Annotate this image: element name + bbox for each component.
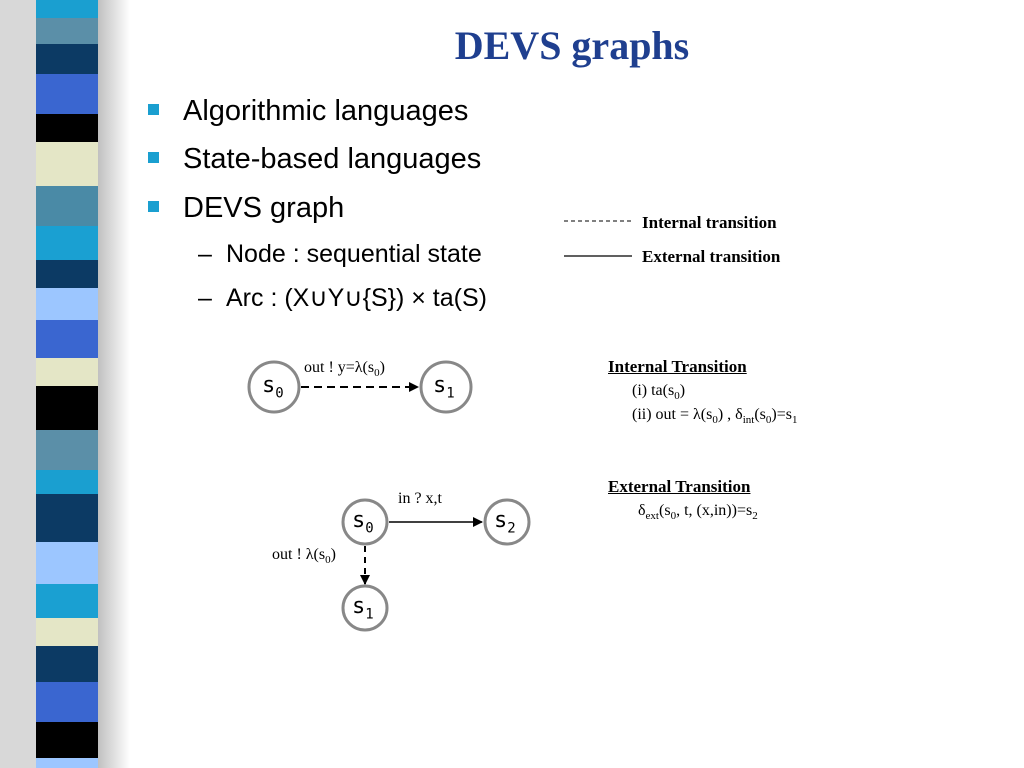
diagram-internal: [247, 360, 473, 414]
square-bullet-icon: [148, 103, 159, 115]
bullet-item: Algorithmic languages: [148, 95, 468, 128]
legend-internal-label: Internal transition: [642, 213, 777, 232]
state-node-s0: [341, 498, 389, 546]
state-node-s1: [419, 360, 473, 414]
internal-output-label: out ! λ(s0): [272, 546, 336, 567]
stripe-block: [36, 646, 98, 682]
stripe-block: [36, 18, 98, 44]
internal-output-line: (ii) out = λ(s0) , δint(s0)=s1: [632, 406, 798, 427]
stripe-block: [36, 186, 98, 226]
state-node-s0: [247, 360, 301, 414]
stripe-block: [36, 0, 98, 18]
stripe-block: [36, 260, 98, 288]
state-node-s1: [341, 584, 389, 632]
square-bullet-icon: [148, 151, 159, 163]
stripe-block: [36, 358, 98, 386]
stripe-block: [36, 618, 98, 646]
stripe-block: [36, 430, 98, 470]
state-node-s2: [483, 498, 531, 546]
stripe-block: [36, 542, 98, 584]
bullet-item: DEVS graph: [148, 192, 344, 225]
slide-title: DEVS graphs: [454, 23, 690, 68]
decorative-stripe-bar: [0, 0, 130, 768]
stripe-block: [36, 722, 98, 758]
stripe-block: [36, 226, 98, 260]
dash-bullet-icon: –: [198, 284, 212, 312]
internal-ta-line: (i) ta(s0): [632, 382, 686, 403]
external-transition-heading: External Transition: [608, 477, 751, 496]
stripe-block: [36, 288, 98, 320]
square-bullet-icon: [148, 200, 159, 212]
diagram-external: [341, 498, 531, 632]
stripe-block: [36, 142, 98, 186]
stripe-block: [36, 44, 98, 74]
stripe-block: [36, 114, 98, 142]
dash-bullet-icon: –: [198, 240, 212, 268]
sub-bullet-item: –Node : sequential state: [198, 240, 482, 268]
node-label-s0: s0: [352, 508, 374, 537]
stripe-block: [36, 470, 98, 494]
node-label-s0: s0: [262, 373, 284, 402]
stripe-block: [36, 386, 98, 430]
stripe-block: [36, 320, 98, 358]
stripe-block: [36, 584, 98, 618]
external-input-label: in ? x,t: [398, 490, 442, 507]
sub-bullet-item: –Arc : (X∪Y∪{S}) × ta(S): [198, 284, 487, 312]
stripe-block: [36, 494, 98, 542]
node-label-s2: s2: [494, 508, 516, 537]
external-delta-line: δext(s0, t, (x,in))=s2: [638, 502, 758, 523]
node-label-s1: s1: [352, 594, 374, 623]
stripe-block: [36, 682, 98, 722]
internal-output-label: out ! y=λ(s0): [304, 359, 385, 380]
legend-lines: [564, 220, 632, 257]
legend-external-label: External transition: [642, 247, 781, 266]
stripe-block: [36, 74, 98, 114]
node-label-s1: s1: [433, 373, 455, 402]
internal-transition-heading: Internal Transition: [608, 357, 747, 376]
bullet-item: State-based languages: [148, 143, 481, 176]
stripe-block: [36, 758, 98, 768]
